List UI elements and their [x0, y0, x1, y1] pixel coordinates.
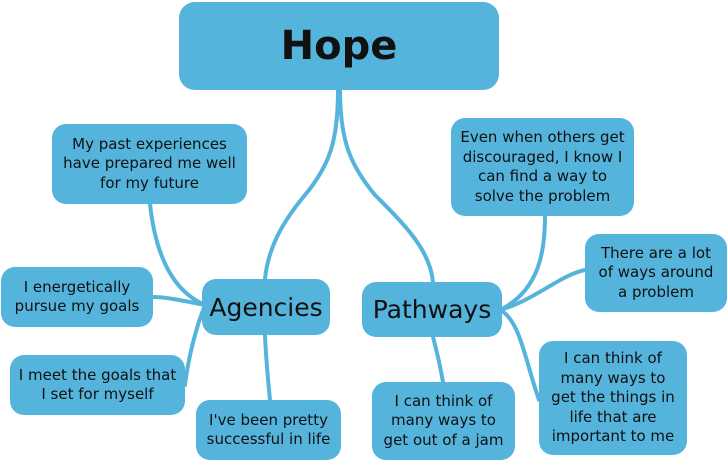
connector-hope-agencies [263, 88, 340, 281]
leaf-out-of-jam: I can think of many ways to get out of a… [372, 382, 515, 460]
leaf-past-experiences-text: My past experiences have prepared me wel… [63, 134, 236, 192]
leaf-meet-goals: I meet the goals that I set for myself [10, 355, 185, 415]
leaf-others-discouraged-text: Even when others get discouraged, I know… [460, 128, 625, 205]
leaf-energetically-pursue-text: I energetically pursue my goals [14, 277, 140, 316]
connector-pathways-ways [498, 268, 587, 312]
branch-pathways: Pathways [362, 282, 502, 337]
leaf-past-experiences: My past experiences have prepared me wel… [52, 124, 247, 204]
branch-pathways-label: Pathways [372, 295, 492, 324]
leaf-important-things-text: I can think of many ways to get the thin… [551, 349, 675, 446]
connector-pathways-jam [431, 335, 445, 384]
leaf-important-things: I can think of many ways to get the thin… [539, 341, 687, 455]
leaf-successful-in-life-text: I've been pretty successful in life [206, 410, 331, 449]
leaf-out-of-jam-text: I can think of many ways to get out of a… [383, 391, 504, 449]
connector-hope-pathways [338, 88, 435, 284]
leaf-energetically-pursue: I energetically pursue my goals [1, 267, 153, 327]
connector-agencies-energy [151, 295, 207, 307]
connector-pathways-discouraged [498, 214, 547, 312]
topic-hope-label: Hope [280, 23, 398, 69]
branch-agencies-label: Agencies [209, 292, 323, 322]
leaf-ways-around-problem-text: There are a lot of ways around a problem [598, 243, 714, 301]
connector-agencies-success [263, 333, 272, 402]
leaf-others-discouraged: Even when others get discouraged, I know… [451, 118, 634, 216]
leaf-ways-around-problem: There are a lot of ways around a problem [585, 234, 727, 312]
branch-agencies: Agencies [202, 279, 330, 335]
leaf-successful-in-life: I've been pretty successful in life [196, 400, 341, 460]
connector-agencies-past [148, 202, 207, 307]
topic-hope: Hope [179, 2, 499, 90]
connector-pathways-important [498, 308, 541, 402]
leaf-meet-goals-text: I meet the goals that I set for myself [18, 365, 177, 404]
